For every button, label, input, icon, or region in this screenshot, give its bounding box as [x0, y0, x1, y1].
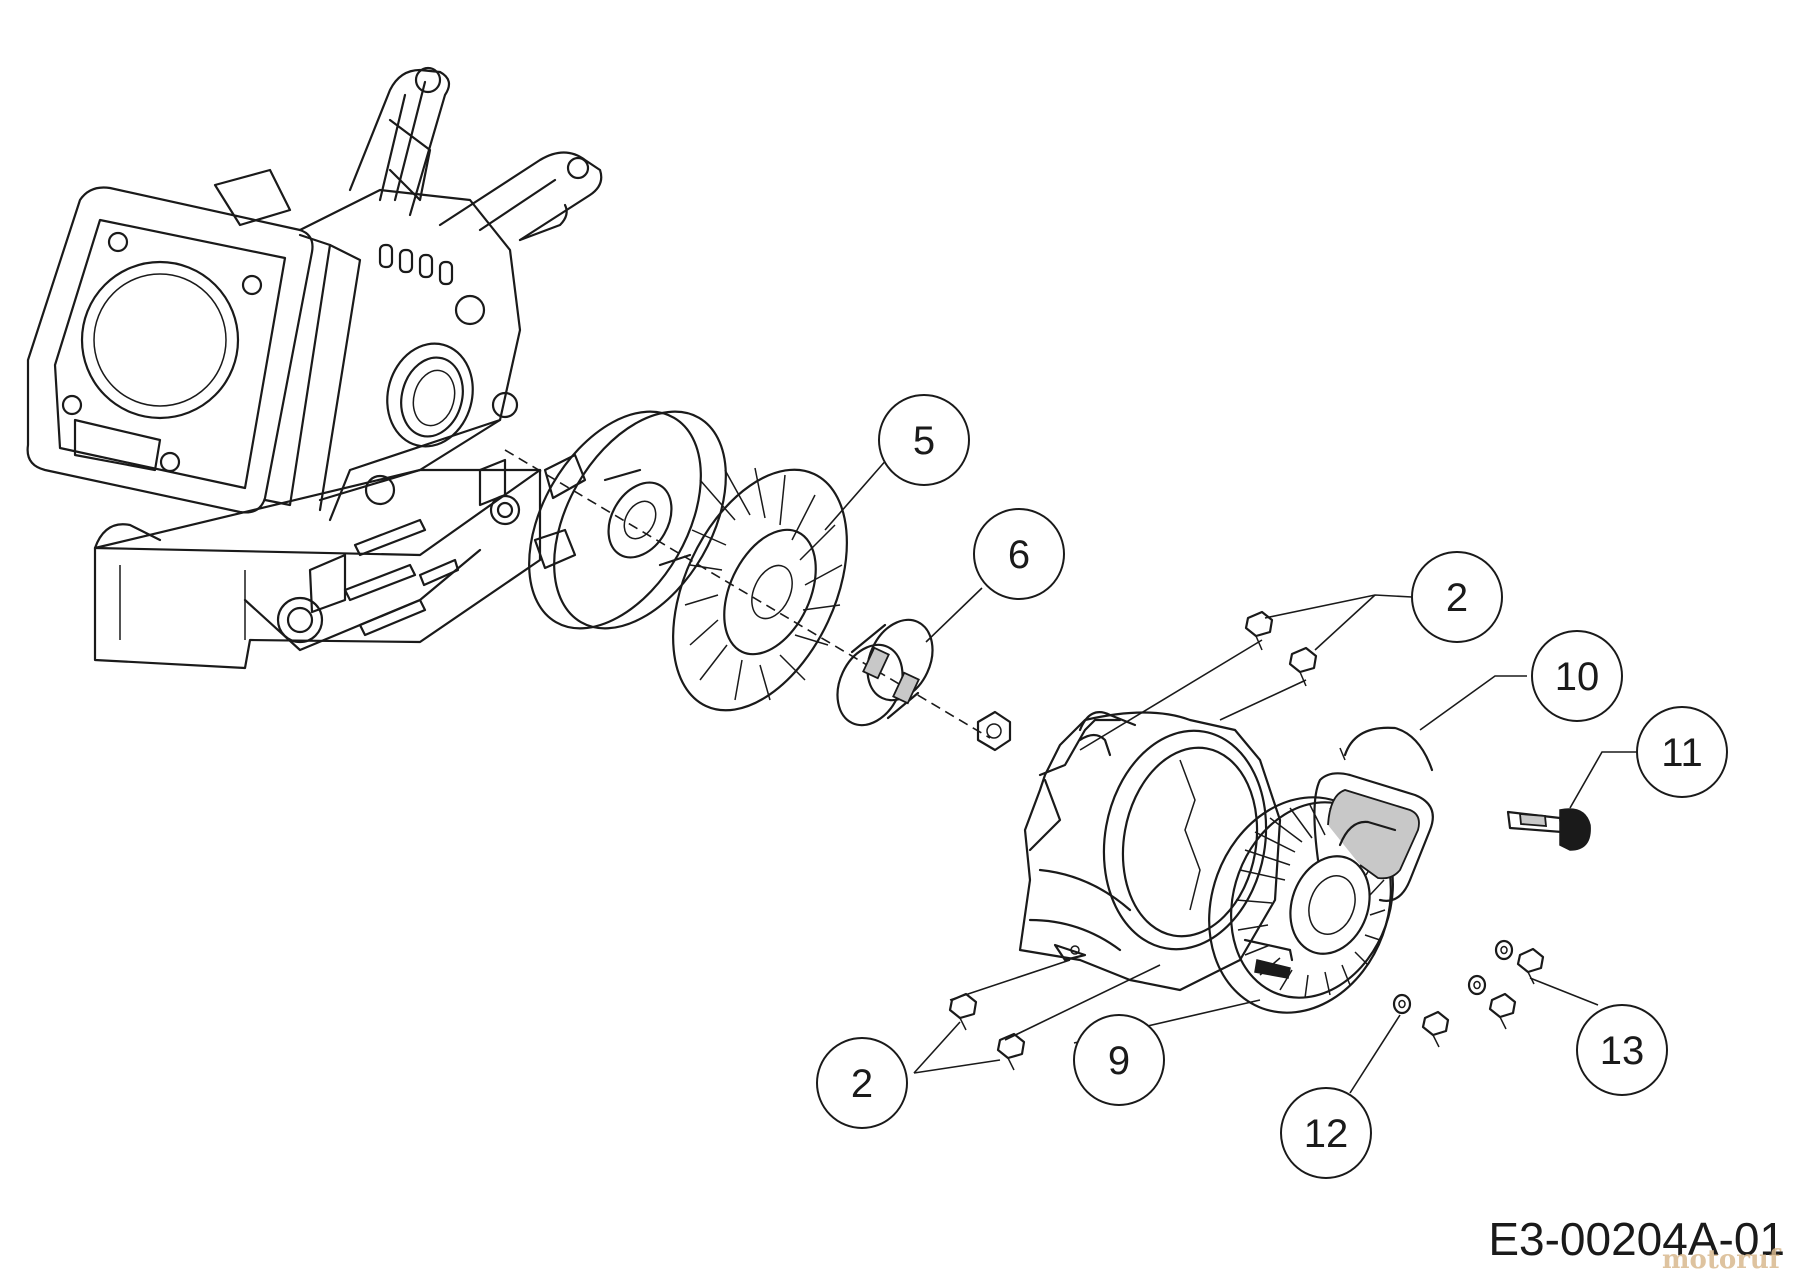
watermark-text: motoruf [1662, 1245, 1782, 1272]
callout-13-label: 13 [1600, 1029, 1645, 1073]
callout-11: 11 [1636, 706, 1728, 798]
callout-13: 13 [1576, 1004, 1668, 1096]
callout-11-label: 11 [1661, 731, 1703, 775]
callout-9-label: 9 [1108, 1039, 1130, 1083]
leader-lines [824, 457, 1637, 1094]
stop-switch [1506, 808, 1591, 851]
rope-retainer-clip-end [1339, 747, 1346, 761]
callout-2-upper-label: 2 [1446, 576, 1468, 620]
bolt-13-3 [1421, 1010, 1450, 1048]
callout-2-lower: 2 [816, 1037, 908, 1129]
engine-block [26, 66, 603, 670]
callout-10: 10 [1531, 630, 1623, 722]
bolt-lower-2 [996, 1032, 1026, 1071]
cooling-fan [672, 467, 848, 712]
flywheel-nut [976, 710, 1012, 752]
callout-12-label: 12 [1304, 1112, 1349, 1156]
bolt-upper-2 [1288, 646, 1318, 687]
flywheel [528, 410, 727, 630]
bolt-upper-1 [1244, 610, 1274, 651]
callout-5-label: 5 [913, 419, 935, 463]
drawing-code: E3-00204A-01 [1488, 1213, 1785, 1265]
rope-retainer-clip [1343, 726, 1434, 772]
blower-housing [1018, 711, 1282, 992]
callout-6-label: 6 [1008, 533, 1030, 577]
callout-10-label: 10 [1555, 655, 1600, 699]
recoil-starter [1208, 772, 1434, 1014]
callout-12: 12 [1280, 1087, 1372, 1179]
callout-5: 5 [878, 394, 970, 486]
callout-2-lower-label: 2 [851, 1062, 873, 1106]
callout-2-upper: 2 [1411, 551, 1503, 643]
callout-6: 6 [973, 508, 1065, 600]
starter-cup [836, 618, 934, 727]
callout-9: 9 [1073, 1014, 1165, 1106]
bolt-13-2 [1488, 992, 1517, 1030]
